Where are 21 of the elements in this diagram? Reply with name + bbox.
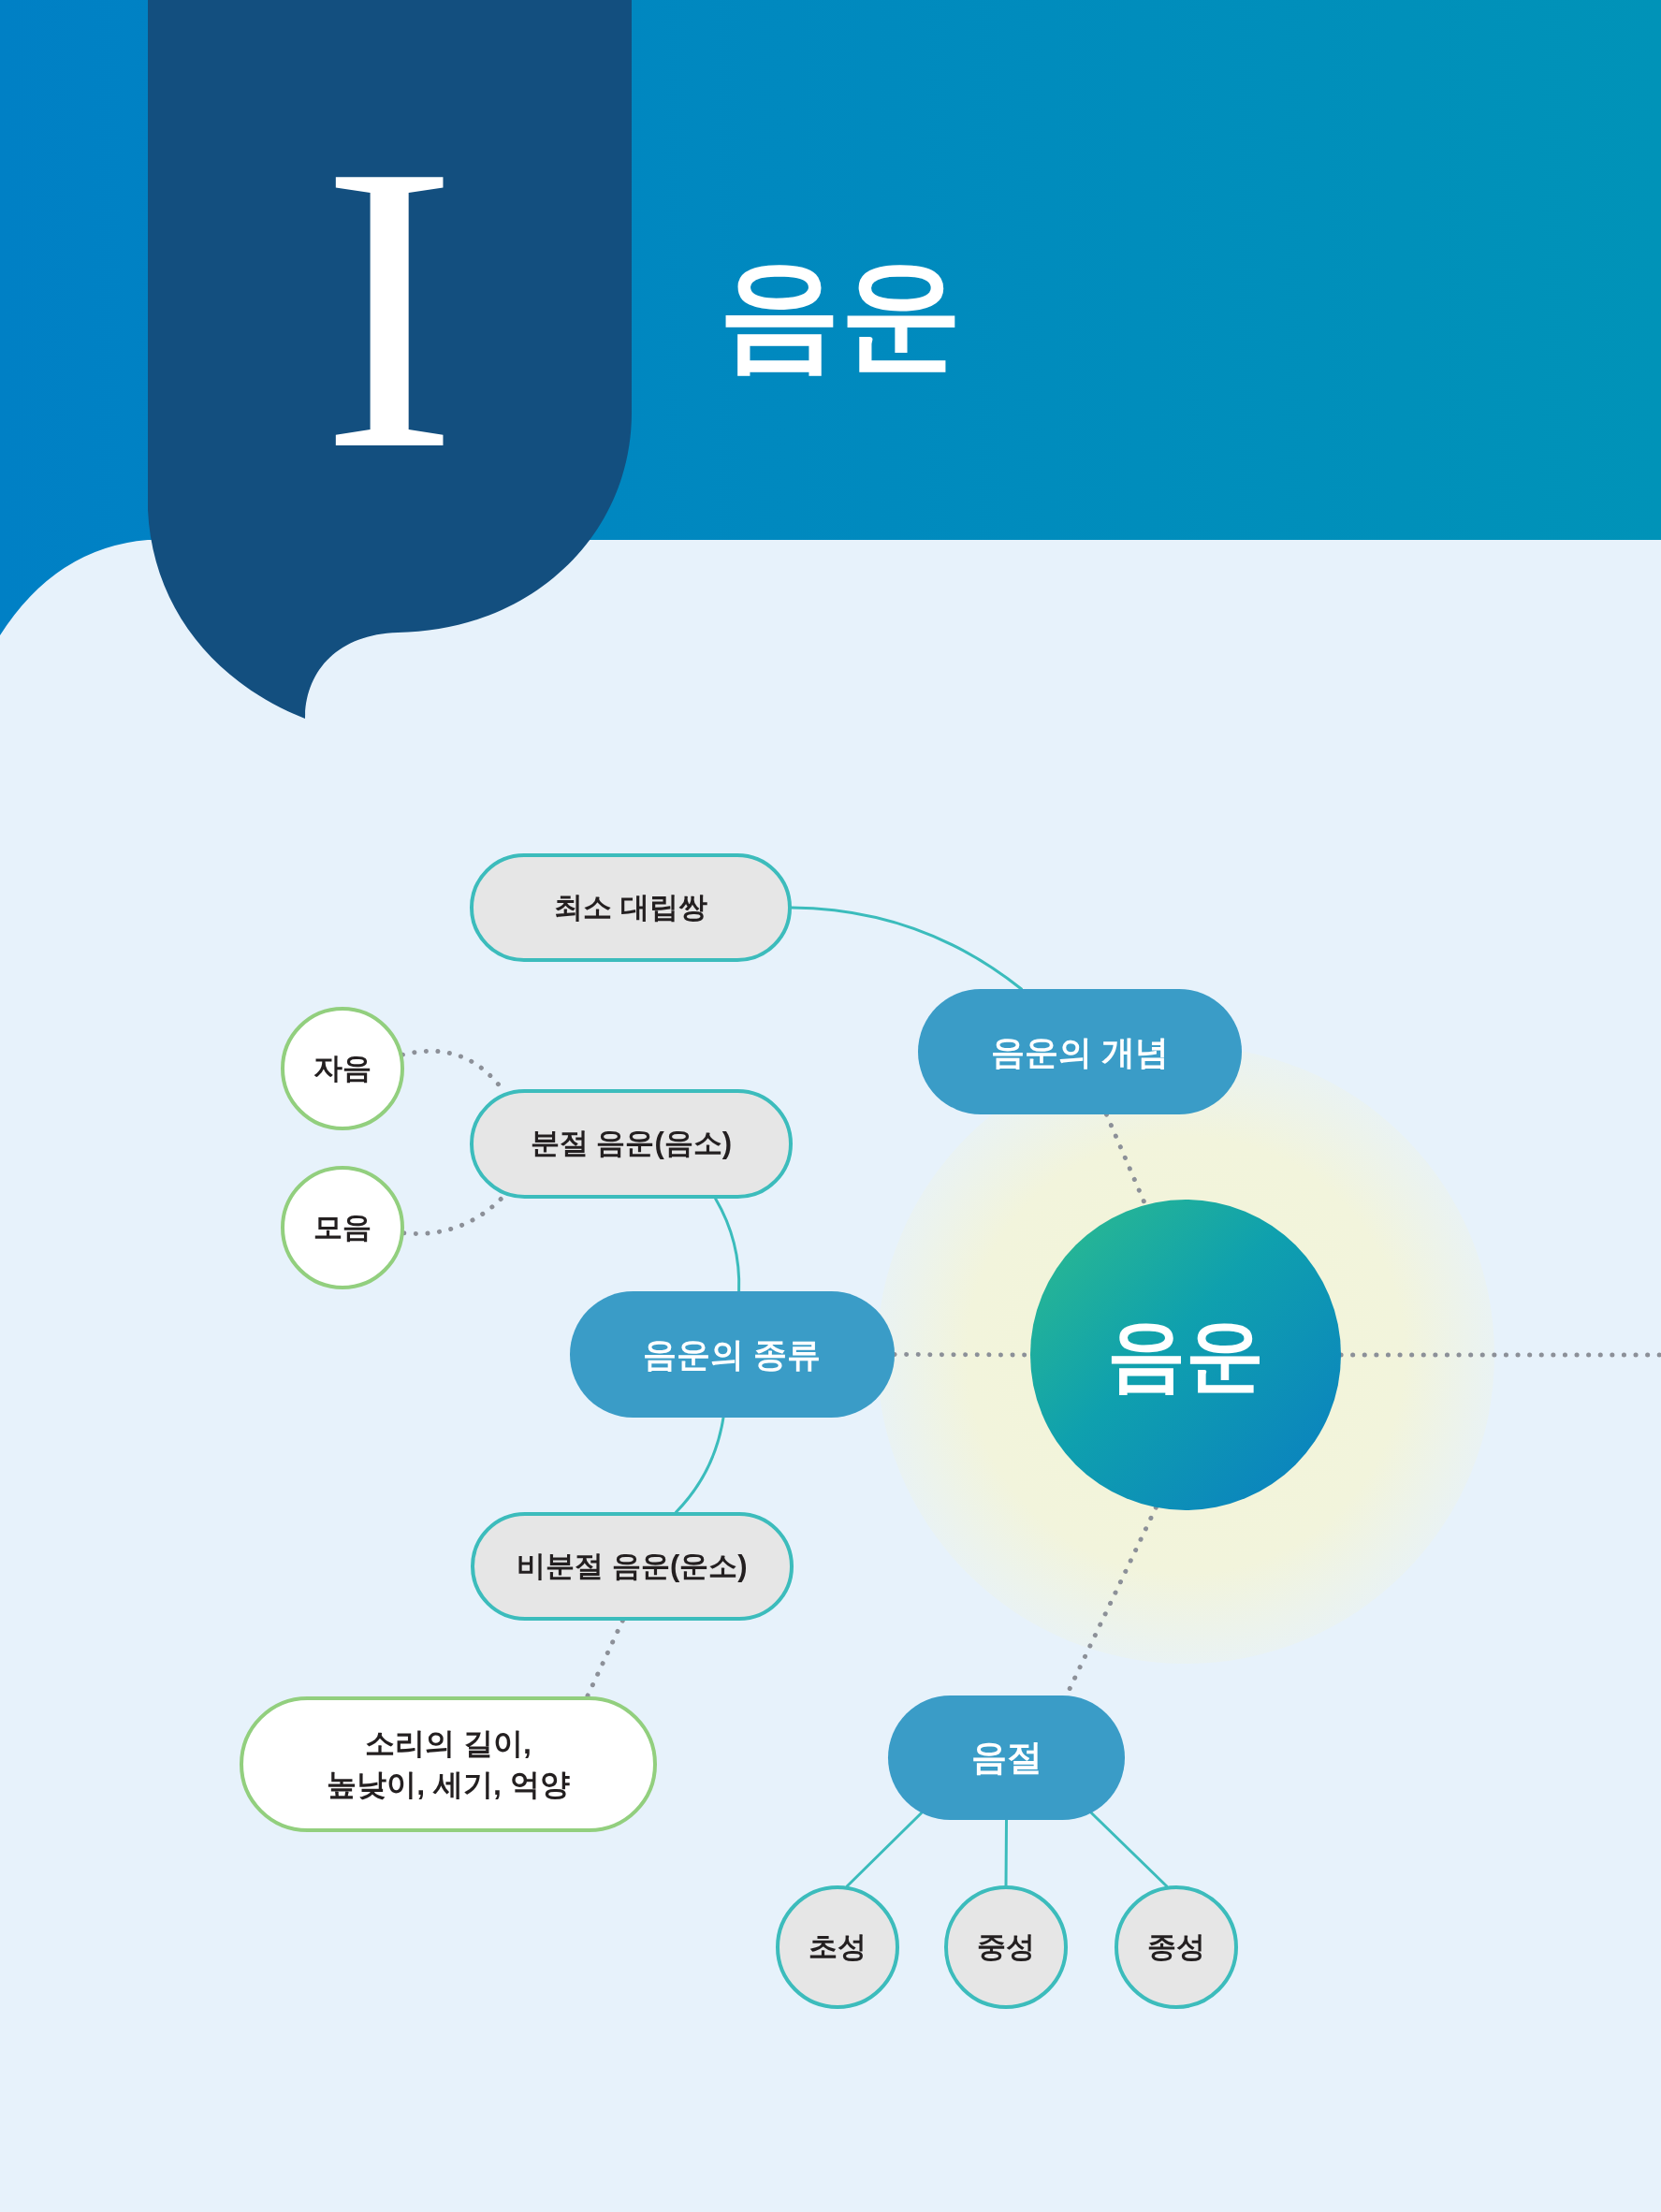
- node-label: 중성: [977, 1928, 1035, 1965]
- node-label: 음절: [970, 1736, 1042, 1779]
- connector-line: [1089, 1812, 1169, 1888]
- node-label: 분절 음운(음소): [530, 1126, 733, 1162]
- connector-line: [1004, 1818, 1008, 1887]
- node-label: 소리의 길이, 높낮이, 세기, 억양: [326, 1725, 571, 1803]
- connector-line: [845, 1812, 924, 1888]
- node-label: 음운의 개념: [991, 1031, 1169, 1073]
- node-label: 비분절 음운(운소): [517, 1548, 748, 1584]
- connector-line: [675, 1416, 725, 1514]
- chapter-title: 음운: [719, 253, 962, 374]
- node-label: 음운: [1107, 1309, 1264, 1401]
- node-label: 최소 대립쌍: [554, 889, 707, 925]
- chapter-numeral: I: [321, 165, 458, 452]
- node-label: 모음: [313, 1209, 372, 1245]
- dotted-connector: [1338, 1352, 1661, 1358]
- connector-line: [714, 1197, 741, 1293]
- node-label: 음운의 종류: [643, 1334, 822, 1375]
- node-label: 종성: [1147, 1928, 1205, 1965]
- node-label: 자음: [313, 1050, 372, 1086]
- node-label: 초성: [809, 1928, 867, 1965]
